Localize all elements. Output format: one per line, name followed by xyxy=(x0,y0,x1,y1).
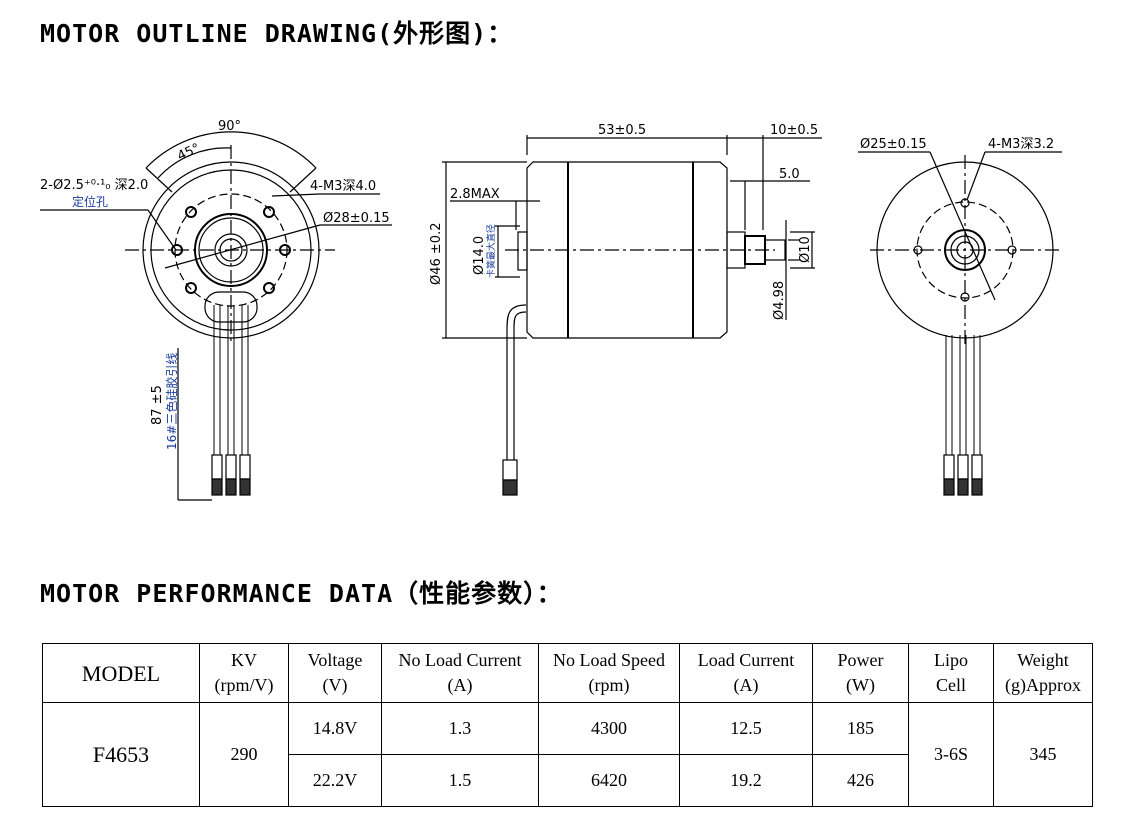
header-weight: Weight(g)Approx xyxy=(993,643,1093,703)
outline-heading: MOTOR OUTLINE DRAWING(外形图)： xyxy=(40,19,514,48)
load-current-cell: 12.5 xyxy=(679,702,813,755)
table-row: 22.2V 1.5 6420 19.2 426 xyxy=(43,754,1093,807)
shaft-length-label: 10±0.5 xyxy=(770,123,818,138)
power-cell: 426 xyxy=(812,754,909,807)
table-header-row: MODEL KV(rpm/V) Voltage(V) No Load Curre… xyxy=(42,643,1093,703)
no-load-current-cell: 1.5 xyxy=(381,754,539,807)
diameter-label: Ø46 ±0.2 xyxy=(429,223,444,285)
weight-cell: 345 xyxy=(993,702,1093,807)
header-model: MODEL xyxy=(42,643,200,703)
no-load-current-cell: 1.3 xyxy=(381,702,539,755)
header-load-current: Load Current(A) xyxy=(679,643,813,703)
bolt-circle-label: Ø28±0.15 xyxy=(323,211,390,226)
voltage-cell: 22.2V xyxy=(288,754,382,807)
clip-note-label: 卡簧最大直径 xyxy=(485,224,497,278)
rear-view: Ø25±0.15 4-M3深3.2 xyxy=(858,137,1062,496)
thread-label: 4-M3深4.0 xyxy=(310,179,376,194)
rear-thread-label: 4-M3深3.2 xyxy=(988,137,1054,152)
performance-heading: MOTOR PERFORMANCE DATA（性能参数）： xyxy=(40,579,563,608)
side-view: 53±0.5 10±0.5 5.0 2.8MAX Ø46 ±0.2 Ø14.0 … xyxy=(429,123,822,496)
shaft-step-label: 5.0 xyxy=(779,167,800,182)
power-cell: 185 xyxy=(812,702,909,755)
angle-45-label: 45° xyxy=(175,141,202,164)
no-load-speed-cell: 4300 xyxy=(538,702,680,755)
length-label: 53±0.5 xyxy=(598,123,646,138)
header-no-load-current: No Load Current(A) xyxy=(381,643,539,703)
shaft-dia-label: Ø4.98 xyxy=(772,281,787,320)
lead-desc-label: 16#三色硅胶引线 xyxy=(164,353,179,450)
kv-cell: 290 xyxy=(199,702,289,807)
motor-outline-drawing: 90° 45° 2-Ø2.5⁺⁰·¹₀ 深2.0 定位孔 4-M3深4.0 Ø2… xyxy=(40,119,1062,501)
angle-90-label: 90° xyxy=(218,119,241,134)
no-load-speed-cell: 6420 xyxy=(538,754,680,807)
load-current-cell: 19.2 xyxy=(679,754,813,807)
lead-length-label: 87 ±5 xyxy=(150,385,165,425)
table-row: F4653 290 14.8V 1.3 4300 12.5 185 3-6S 3… xyxy=(42,702,1093,807)
header-kv: KV(rpm/V) xyxy=(199,643,289,703)
locating-hole-label: 2-Ø2.5⁺⁰·¹₀ 深2.0 xyxy=(40,178,148,193)
header-no-load-speed: No Load Speed(rpm) xyxy=(538,643,680,703)
cap-label: 2.8MAX xyxy=(450,187,500,202)
lipo-cell: 3-6S xyxy=(908,702,994,807)
front-view: 90° 45° 2-Ø2.5⁺⁰·¹₀ 深2.0 定位孔 4-M3深4.0 Ø2… xyxy=(40,119,392,501)
shaft-boss-label: Ø10 xyxy=(798,236,813,263)
clip-dia-label: Ø14.0 xyxy=(472,236,487,275)
voltage-cell: 14.8V xyxy=(288,702,382,755)
performance-table: MODEL KV(rpm/V) Voltage(V) No Load Curre… xyxy=(42,643,1093,807)
model-cell: F4653 xyxy=(42,702,200,807)
header-power: Power(W) xyxy=(812,643,909,703)
locating-hole-cn-label: 定位孔 xyxy=(72,194,108,209)
header-voltage: Voltage(V) xyxy=(288,643,382,703)
rear-bolt-circle-label: Ø25±0.15 xyxy=(860,137,927,152)
